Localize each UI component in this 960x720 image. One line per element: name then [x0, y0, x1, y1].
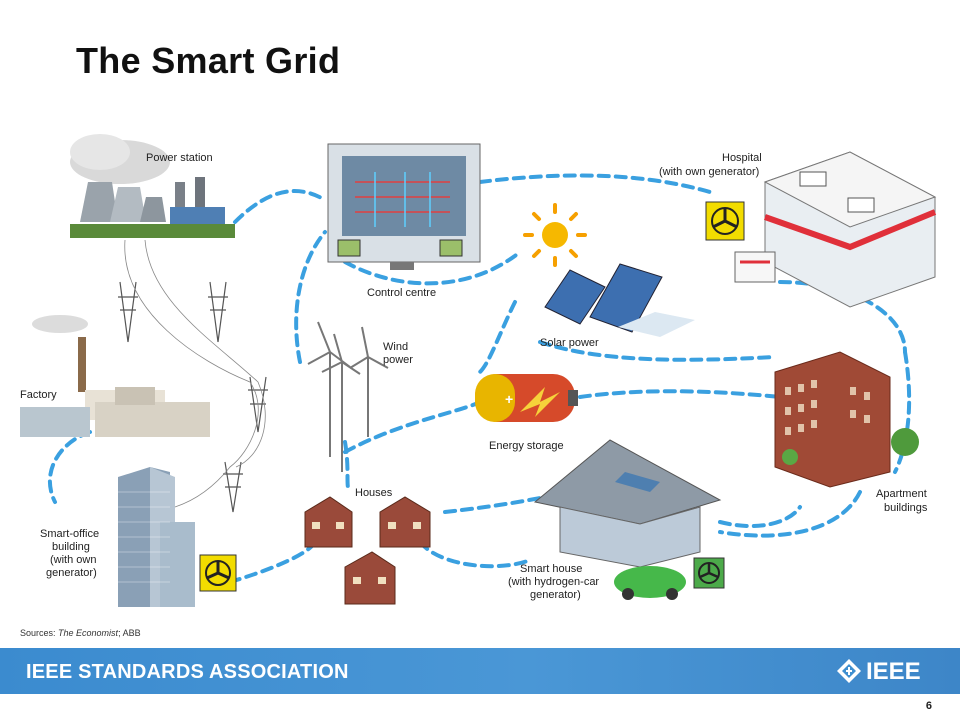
smart-office-label-line4: generator): [46, 567, 97, 579]
power-station-label: Power station: [146, 152, 213, 164]
wind-label-line1: Wind: [383, 341, 408, 353]
footer-organization: IEEE STANDARDS ASSOCIATION: [26, 661, 349, 683]
svg-text:+: +: [505, 391, 513, 407]
smart-office-label-line3: (with own: [50, 554, 96, 566]
sources-credit: Sources: The Economist; ABB: [20, 628, 141, 638]
sources-prefix: Sources:: [20, 628, 58, 638]
factory-illustration: [20, 315, 210, 437]
smart-house-label-line2: (with hydrogen-car: [508, 576, 599, 588]
solar-label: Solar power: [540, 337, 599, 349]
solar-panels-illustration: [544, 263, 695, 337]
smart-office-label-line1: Smart-office: [40, 528, 99, 540]
hospital-label-line1: Hospital: [722, 152, 762, 164]
ieee-logo: IEEE: [836, 656, 932, 686]
page-number: 6: [925, 700, 932, 712]
apartment-buildings-illustration: [774, 351, 919, 488]
energy-storage-battery-illustration: +: [475, 374, 578, 422]
ieee-diamond-icon: [837, 659, 861, 683]
smart-house-label-line3: generator): [530, 589, 581, 601]
energy-storage-label: Energy storage: [489, 440, 564, 452]
smart-grid-diagram: Power station Factory Smart-office build…: [20, 134, 937, 638]
wind-label-line2: power: [383, 354, 413, 366]
generator-badge-smart-house: [693, 557, 725, 589]
apartment-label-line1: Apartment: [876, 488, 927, 500]
apartment-label-line2: buildings: [884, 502, 928, 514]
smart-office-building-illustration: [118, 467, 195, 607]
generator-badge-hospital: [705, 201, 745, 241]
smart-house-illustration: [533, 439, 722, 600]
sun-icon: [523, 203, 587, 267]
smart-office-label-line2: building: [52, 541, 90, 553]
control-centre-illustration: [327, 143, 481, 270]
sources-publication: The Economist: [58, 628, 119, 638]
houses-illustration: [304, 496, 431, 605]
grid-network-lines: [48, 173, 912, 584]
transmission-pylons: [118, 239, 268, 513]
footer-bar: IEEE STANDARDS ASSOCIATION IEEE: [0, 648, 960, 694]
control-centre-label: Control centre: [367, 287, 436, 299]
sources-suffix: ; ABB: [118, 628, 141, 638]
ieee-logo-text: IEEE: [866, 658, 921, 685]
power-station-illustration: [70, 134, 235, 238]
smart-house-label-line1: Smart house: [520, 563, 582, 575]
houses-label: Houses: [355, 487, 393, 499]
factory-label: Factory: [20, 389, 57, 401]
slide-title: The Smart Grid: [76, 40, 341, 81]
hospital-label-line2: (with own generator): [659, 166, 759, 178]
generator-badge-office: [199, 554, 237, 592]
hospital-illustration: [734, 151, 937, 308]
wind-turbines-illustration: [307, 321, 389, 472]
